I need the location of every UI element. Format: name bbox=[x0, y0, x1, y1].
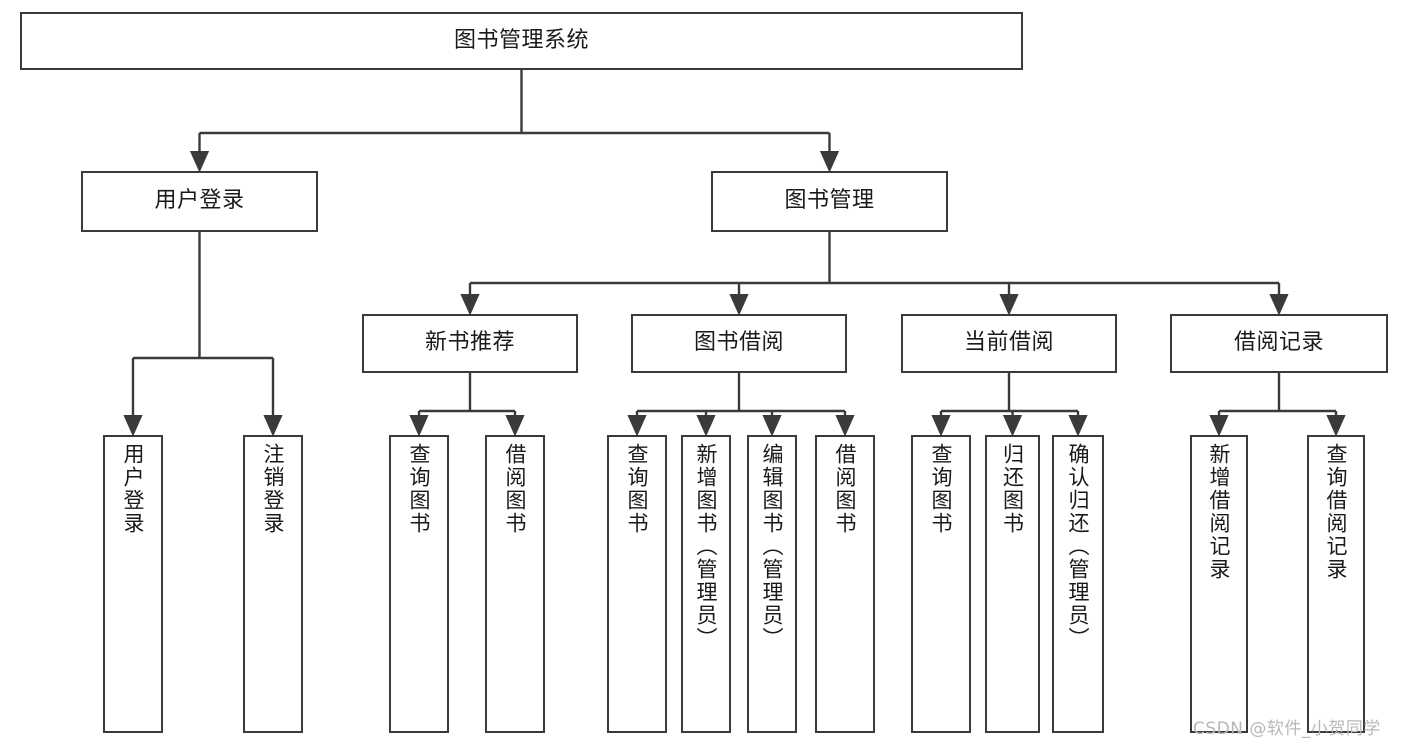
node-label: 当前借阅 bbox=[963, 330, 1054, 356]
node-label: 查询图书 bbox=[929, 443, 954, 535]
node-leaf-add-record[interactable]: 新增借阅记录 bbox=[1190, 435, 1248, 733]
node-new-book-rec[interactable]: 新书推荐 bbox=[362, 314, 578, 373]
node-label: 查询图书 bbox=[407, 443, 432, 535]
node-label: 借阅图书 bbox=[503, 443, 528, 535]
node-label: 用户登录 bbox=[154, 188, 245, 214]
node-label: 借阅图书 bbox=[833, 443, 858, 535]
node-leaf-borrow-book-2[interactable]: 借阅图书 bbox=[815, 435, 875, 733]
node-label: 新增借阅记录 bbox=[1207, 443, 1232, 581]
node-leaf-query-book-2[interactable]: 查询图书 bbox=[607, 435, 667, 733]
node-label: 新书推荐 bbox=[424, 330, 515, 356]
node-label: 新增图书（管理员） bbox=[694, 443, 719, 650]
node-label: 图书管理系统 bbox=[453, 27, 589, 53]
csdn-watermark: CSDN @软件_小贺同学 bbox=[1193, 719, 1381, 739]
node-leaf-logout[interactable]: 注销登录 bbox=[243, 435, 303, 733]
node-leaf-edit-book[interactable]: 编辑图书（管理员） bbox=[747, 435, 797, 733]
node-label: 归还图书 bbox=[1000, 443, 1025, 535]
node-label: 编辑图书（管理员） bbox=[760, 443, 785, 650]
node-label: 图书管理 bbox=[784, 188, 875, 214]
node-leaf-query-book-1[interactable]: 查询图书 bbox=[389, 435, 449, 733]
node-label: 查询图书 bbox=[625, 443, 650, 535]
node-leaf-add-book[interactable]: 新增图书（管理员） bbox=[681, 435, 731, 733]
node-current-borrow[interactable]: 当前借阅 bbox=[901, 314, 1117, 373]
node-label: 用户登录 bbox=[121, 443, 146, 535]
node-book-manage[interactable]: 图书管理 bbox=[711, 171, 948, 232]
node-label: 确认归还（管理员） bbox=[1066, 443, 1091, 650]
node-leaf-borrow-book-1[interactable]: 借阅图书 bbox=[485, 435, 545, 733]
node-leaf-query-record[interactable]: 查询借阅记录 bbox=[1307, 435, 1365, 733]
node-leaf-confirm-return[interactable]: 确认归还（管理员） bbox=[1052, 435, 1104, 733]
node-leaf-user-login[interactable]: 用户登录 bbox=[103, 435, 163, 733]
node-leaf-query-book-3[interactable]: 查询图书 bbox=[911, 435, 971, 733]
node-borrow-record[interactable]: 借阅记录 bbox=[1170, 314, 1388, 373]
node-label: 查询借阅记录 bbox=[1324, 443, 1349, 581]
node-leaf-return-book[interactable]: 归还图书 bbox=[985, 435, 1040, 733]
node-root[interactable]: 图书管理系统 bbox=[20, 12, 1023, 70]
node-label: 图书借阅 bbox=[693, 330, 784, 356]
node-book-borrow[interactable]: 图书借阅 bbox=[631, 314, 847, 373]
node-user-login[interactable]: 用户登录 bbox=[81, 171, 318, 232]
node-label: 注销登录 bbox=[261, 443, 286, 535]
node-label: 借阅记录 bbox=[1233, 330, 1324, 356]
